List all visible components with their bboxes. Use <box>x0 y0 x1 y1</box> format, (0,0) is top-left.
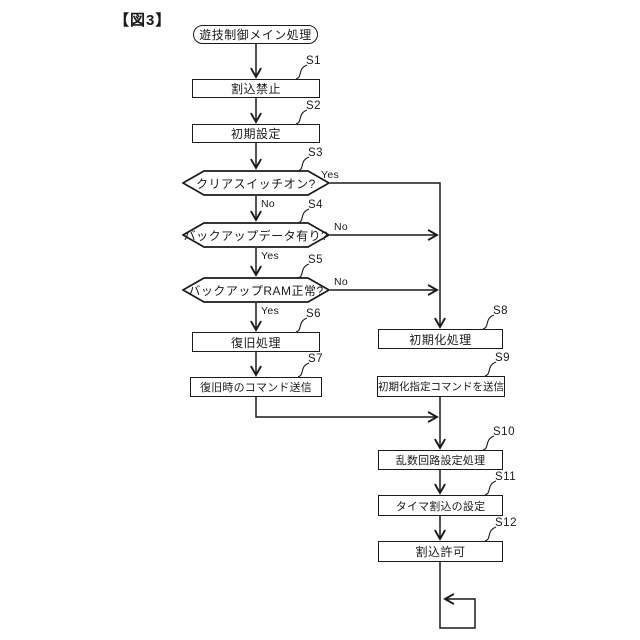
figure-title: 【図3】 <box>114 12 172 29</box>
step-label-s8: S8 <box>493 305 509 317</box>
decision-hexagon <box>182 170 330 196</box>
node-s12-label: 割込許可 <box>415 545 466 559</box>
node-s8-label: 初期化処理 <box>409 332 472 347</box>
node-s8: 初期化処理 <box>378 329 503 349</box>
node-s6: 復旧処理 <box>192 332 320 352</box>
node-s5-label: バックアップRAM正常? <box>188 283 324 298</box>
node-s12: 割込許可 <box>378 541 503 562</box>
start-label: 遊技制御メイン処理 <box>199 28 312 42</box>
node-s7-label: 復旧時のコマンド送信 <box>200 382 312 394</box>
branch-s3-no: No <box>261 198 276 210</box>
branch-s5-no: No <box>334 276 349 288</box>
branch-s4-no: No <box>334 221 349 233</box>
step-label-s2: S2 <box>306 100 322 112</box>
branch-s5-yes: Yes <box>261 305 280 317</box>
decision-hexagon <box>182 222 330 248</box>
node-start-terminal: 遊技制御メイン処理 <box>193 25 318 44</box>
edge-s12-endless-loop <box>439 562 476 629</box>
node-s10-label: 乱数回路設定処理 <box>395 455 486 467</box>
node-s3: クリアスイッチオン? <box>182 170 330 196</box>
step-label-s4: S4 <box>308 199 324 211</box>
node-s3-label: クリアスイッチオン? <box>196 176 316 191</box>
node-s11-label: タイマ割込の設定 <box>395 500 486 513</box>
branch-s3-yes: Yes <box>321 169 340 181</box>
edge-s7-merge <box>255 397 439 423</box>
node-s1-label: 割込禁止 <box>230 82 281 96</box>
step-label-s1: S1 <box>306 55 322 67</box>
node-s11: タイマ割込の設定 <box>378 495 503 516</box>
step-label-s12: S12 <box>495 517 517 529</box>
step-label-s10: S10 <box>493 426 515 438</box>
node-s9: 初期化指定コマンドを送信 <box>377 376 505 397</box>
node-s1: 割込禁止 <box>192 79 320 98</box>
node-s9-label: 初期化指定コマンドを送信 <box>378 381 504 393</box>
step-label-s11: S11 <box>495 471 517 483</box>
node-s2: 初期設定 <box>192 124 320 143</box>
branch-s4-yes: Yes <box>261 250 280 262</box>
node-s10: 乱数回路設定処理 <box>378 450 503 470</box>
edge-s3-yes-s8 <box>330 182 446 329</box>
node-s5: バックアップRAM正常? <box>182 277 330 303</box>
node-s6-label: 復旧処理 <box>230 335 281 350</box>
node-s7: 復旧時のコマンド送信 <box>190 377 322 397</box>
step-label-s9: S9 <box>495 352 511 364</box>
node-s4-label: バックアップデータ有り? <box>183 228 329 243</box>
node-s4: バックアップデータ有り? <box>182 222 330 248</box>
step-label-s7: S7 <box>308 353 324 365</box>
step-label-s3: S3 <box>308 147 324 159</box>
step-label-s6: S6 <box>306 308 322 320</box>
step-leader-curves <box>295 64 497 542</box>
node-s2-label: 初期設定 <box>230 127 281 141</box>
step-label-s5: S5 <box>308 254 324 266</box>
decision-hexagon <box>182 277 330 303</box>
